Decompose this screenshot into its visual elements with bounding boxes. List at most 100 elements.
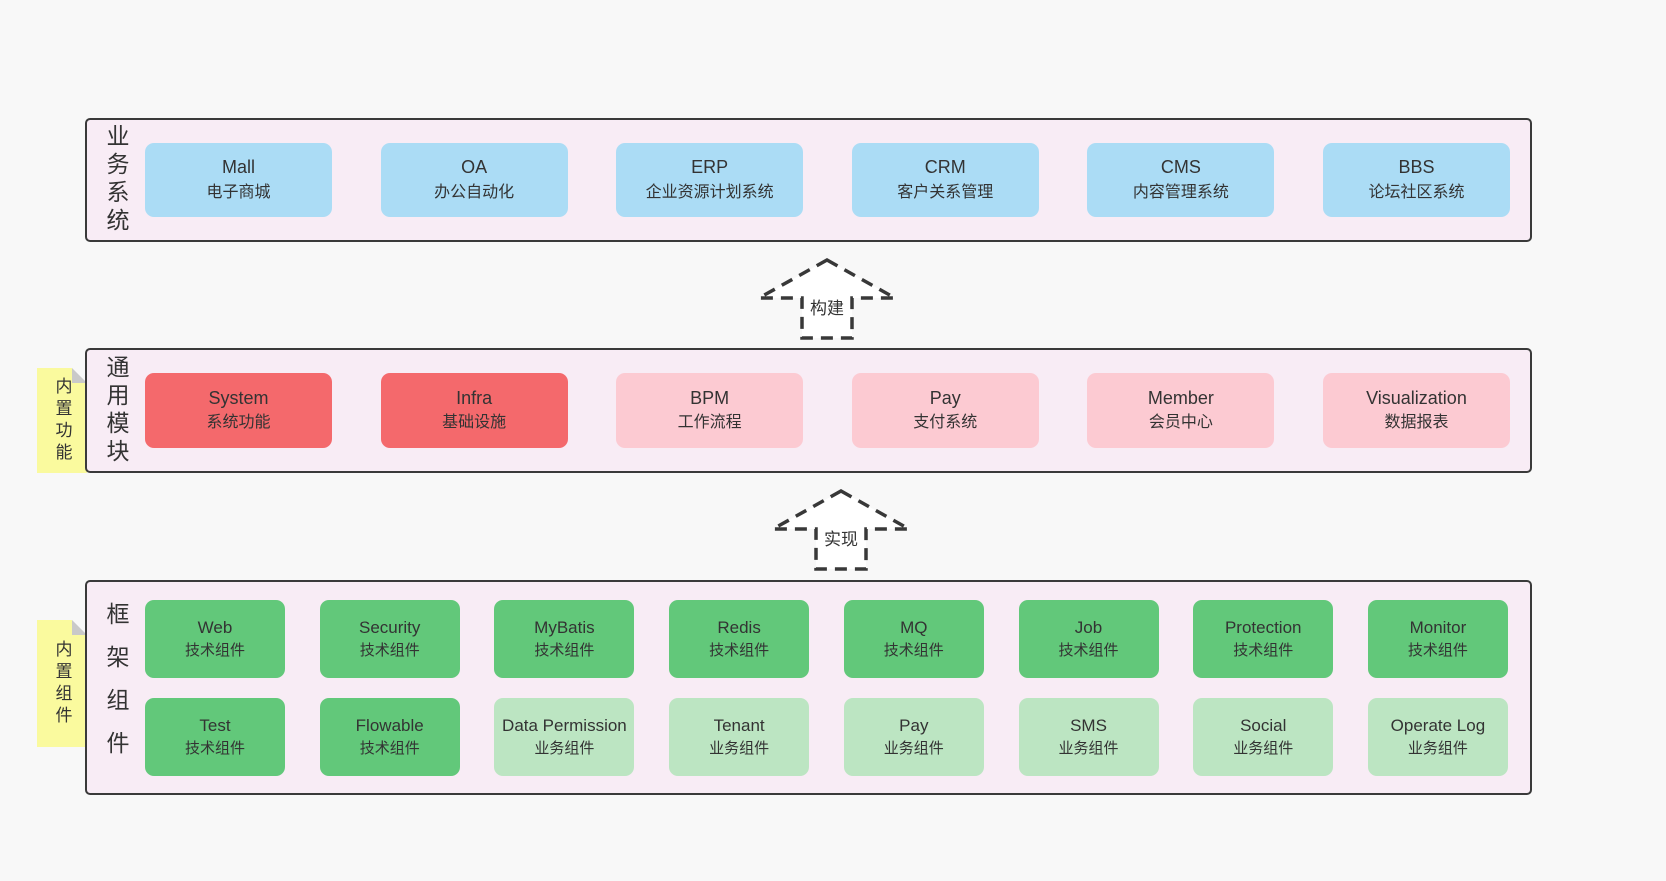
box-title: BPM <box>690 387 730 408</box>
sticky-builtin-features: 内置功能 <box>37 368 87 473</box>
box-title: Operate Log <box>1390 715 1486 735</box>
box-subtitle: 技术组件 <box>1407 641 1468 659</box>
box-mq: MQ 技术组件 <box>843 599 984 678</box>
box-subtitle: 技术组件 <box>883 641 944 659</box>
box-subtitle: 业务组件 <box>1233 739 1294 757</box>
box-title: CMS <box>1160 157 1201 178</box>
section-label-business: 业务系统 <box>103 124 129 236</box>
box-subtitle: 业务组件 <box>883 739 944 757</box>
box-test: Test 技术组件 <box>145 697 285 776</box>
box-title: Web <box>197 617 233 637</box>
box-infra: Infra 基础设施 <box>380 373 568 448</box>
box-subtitle: 业务组件 <box>1407 739 1468 757</box>
box-mybatis: MyBatis 技术组件 <box>494 599 635 678</box>
arrow-build-label: 构建 <box>807 293 847 320</box>
box-title: Monitor <box>1409 617 1467 637</box>
components-boxes: Web 技术组件 Security 技术组件 MyBatis 技术组件 Redi… <box>145 582 1530 793</box>
box-title: Job <box>1074 617 1103 637</box>
box-subtitle: 内容管理系统 <box>1132 183 1229 201</box>
box-subtitle: 数据报表 <box>1384 414 1449 432</box>
box-title: Pay <box>929 387 961 408</box>
box-title: Visualization <box>1366 387 1467 408</box>
box-subtitle: 技术组件 <box>184 641 245 659</box>
box-title: Social <box>1240 715 1287 735</box>
box-subtitle: 技术组件 <box>534 641 595 659</box>
box-tenant: Tenant 业务组件 <box>669 697 810 776</box>
box-subtitle: 系统功能 <box>206 414 271 432</box>
box-bbs: BBS 论坛社区系统 <box>1322 143 1510 217</box>
box-subtitle: 业务组件 <box>709 739 770 757</box>
box-subtitle: 技术组件 <box>1233 641 1294 659</box>
box-title: Protection <box>1224 617 1302 637</box>
box-title: Data Permission <box>502 715 627 735</box>
box-title: MQ <box>900 617 928 637</box>
box-title: Mall <box>221 157 255 178</box>
box-visualization: Visualization 数据报表 <box>1322 373 1510 448</box>
box-title: CRM <box>924 157 966 178</box>
box-pay-module: Pay 支付系统 <box>851 373 1039 448</box>
box-security: Security 技术组件 <box>319 599 460 678</box>
box-subtitle: 业务组件 <box>534 739 595 757</box>
box-title: Pay <box>899 715 929 735</box>
box-job: Job 技术组件 <box>1018 599 1159 678</box>
box-subtitle: 客户关系管理 <box>897 183 994 201</box>
box-flowable: Flowable 技术组件 <box>319 697 460 776</box>
box-member: Member 会员中心 <box>1087 373 1275 448</box>
sticky-builtin-components: 内置组件 <box>37 620 87 747</box>
box-subtitle: 技术组件 <box>709 641 770 659</box>
box-subtitle: 电子商城 <box>206 183 271 201</box>
box-title: SMS <box>1070 715 1107 735</box>
box-subtitle: 办公自动化 <box>434 183 515 201</box>
business-boxes-row: Mall 电子商城 OA 办公自动化 ERP 企业资源计划系统 CRM 客户关系… <box>145 120 1530 240</box>
box-title: MyBatis <box>534 617 595 637</box>
box-web: Web 技术组件 <box>145 599 285 678</box>
box-pay-component: Pay 业务组件 <box>843 697 984 776</box>
box-oa: OA 办公自动化 <box>380 143 568 217</box>
components-row-1: Web 技术组件 Security 技术组件 MyBatis 技术组件 Redi… <box>145 599 1508 678</box>
box-title: Infra <box>456 387 493 408</box>
arrow-build: 构建 <box>756 257 898 341</box>
box-title: BBS <box>1398 157 1435 178</box>
box-subtitle: 技术组件 <box>359 641 420 659</box>
box-subtitle: 技术组件 <box>359 739 420 757</box>
box-title: System <box>208 387 269 408</box>
box-title: Flowable <box>355 715 424 735</box>
box-cms: CMS 内容管理系统 <box>1087 143 1275 217</box>
box-operate-log: Operate Log 业务组件 <box>1367 697 1508 776</box>
section-label-modules: 通用模块 <box>103 354 129 467</box>
box-subtitle: 论坛社区系统 <box>1368 183 1465 201</box>
box-subtitle: 工作流程 <box>677 414 742 432</box>
section-business-systems: 业务系统 Mall 电子商城 OA 办公自动化 ERP 企业资源计划系统 CRM… <box>85 118 1532 242</box>
box-mall: Mall 电子商城 <box>145 143 332 217</box>
box-subtitle: 企业资源计划系统 <box>645 183 774 201</box>
box-redis: Redis 技术组件 <box>669 599 810 678</box>
box-erp: ERP 企业资源计划系统 <box>616 143 804 217</box>
section-framework-components: 框架组件 Web 技术组件 Security 技术组件 MyBatis 技术组件… <box>85 580 1532 795</box>
box-title: Tenant <box>713 715 765 735</box>
box-data-permission: Data Permission 业务组件 <box>494 697 635 776</box>
modules-boxes-row: System 系统功能 Infra 基础设施 BPM 工作流程 Pay 支付系统… <box>145 350 1530 471</box>
box-title: OA <box>461 157 488 178</box>
box-subtitle: 会员中心 <box>1148 414 1213 432</box>
box-protection: Protection 技术组件 <box>1193 599 1334 678</box>
box-monitor: Monitor 技术组件 <box>1367 599 1508 678</box>
box-title: Redis <box>717 617 761 637</box>
box-subtitle: 基础设施 <box>442 414 507 432</box>
section-common-modules: 通用模块 System 系统功能 Infra 基础设施 BPM 工作流程 Pay… <box>85 348 1532 473</box>
box-title: Test <box>199 715 231 735</box>
box-sms: SMS 业务组件 <box>1018 697 1159 776</box>
box-subtitle: 业务组件 <box>1058 739 1119 757</box>
box-crm: CRM 客户关系管理 <box>851 143 1039 217</box>
box-bpm: BPM 工作流程 <box>616 373 804 448</box>
box-system: System 系统功能 <box>145 373 332 448</box>
components-row-2: Test 技术组件 Flowable 技术组件 Data Permission … <box>145 697 1508 776</box>
box-title: Member <box>1147 387 1214 408</box>
box-subtitle: 技术组件 <box>184 739 245 757</box>
arrow-implement-label: 实现 <box>821 524 861 551</box>
box-title: Security <box>358 617 421 637</box>
box-subtitle: 技术组件 <box>1058 641 1119 659</box>
arrow-implement: 实现 <box>770 488 912 572</box>
section-label-components: 框架组件 <box>103 601 129 774</box>
box-title: ERP <box>691 157 729 178</box>
box-subtitle: 支付系统 <box>913 414 978 432</box>
